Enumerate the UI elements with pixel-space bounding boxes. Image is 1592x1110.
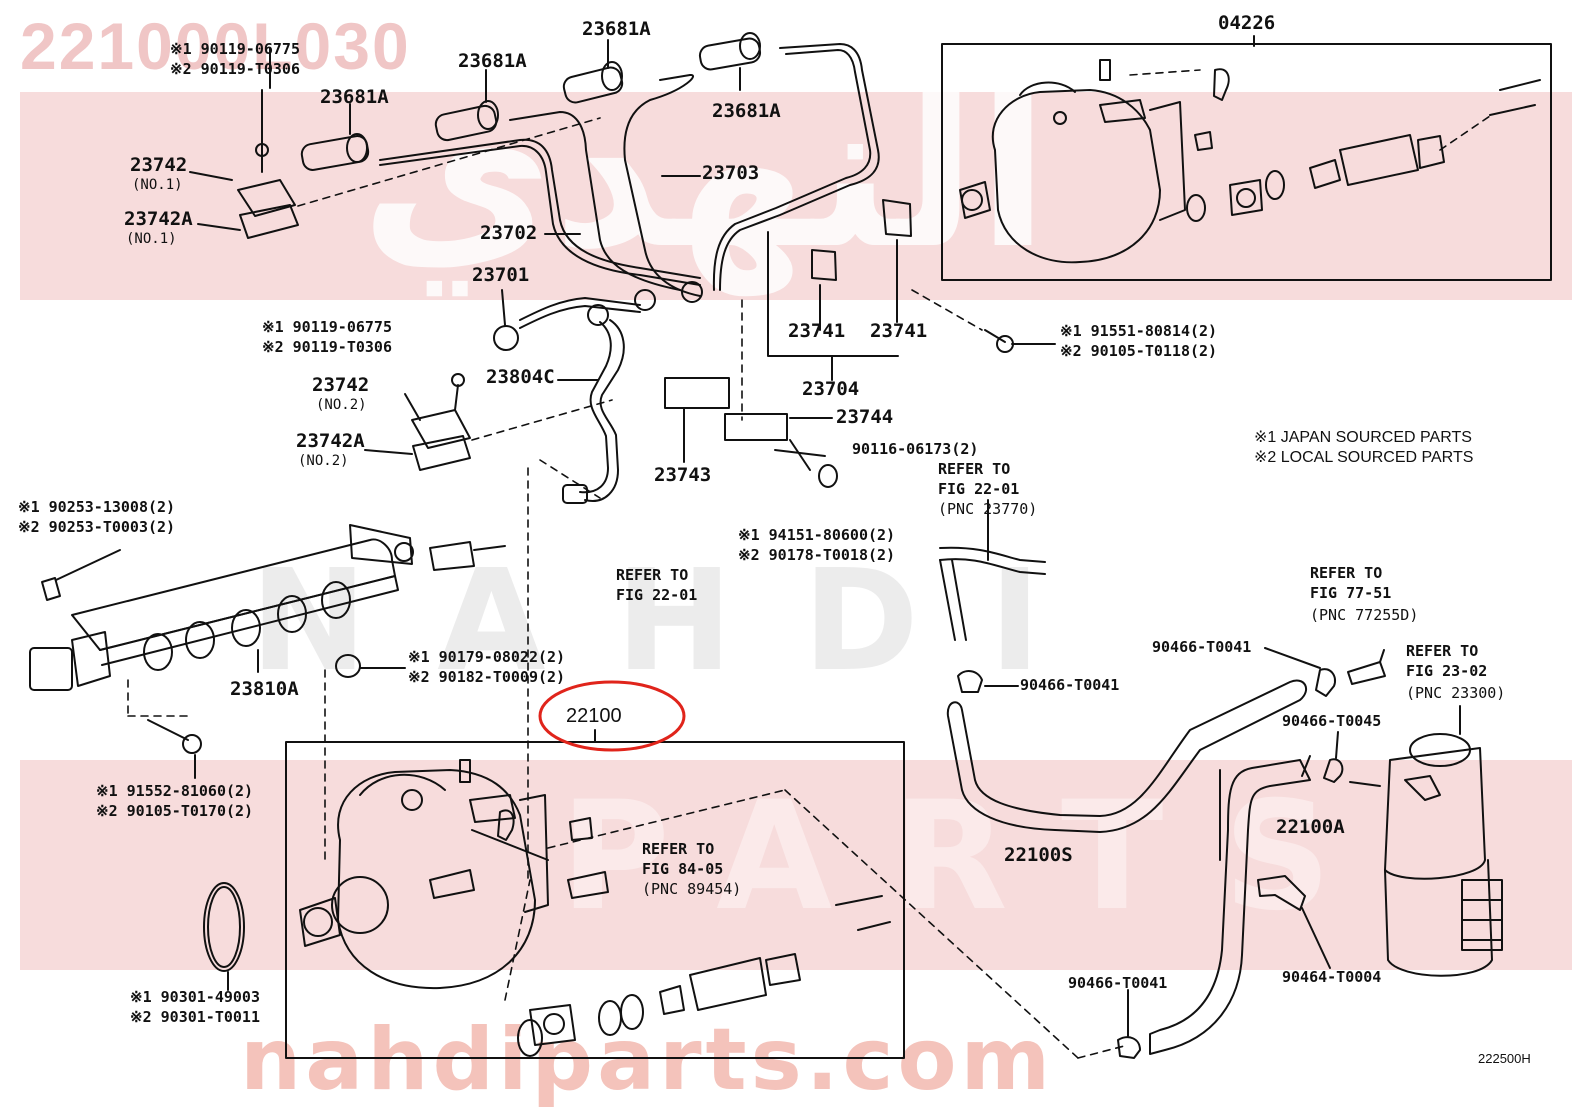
label-23810a: 23810A (230, 678, 299, 700)
refer-84-05-line2: FIG 84-05 (642, 860, 724, 878)
label-23741-a: 23741 (788, 320, 846, 342)
pump-box-22100 (285, 741, 905, 1059)
fuel-tube-23770 (939, 546, 1046, 563)
label-23744: 23744 (836, 406, 894, 428)
bolt-mid-line2: ※2 90119-T0306 (262, 338, 392, 356)
inset-pump-icon (959, 59, 1541, 264)
refer-77-51-line3: (PNC 77255D) (1310, 606, 1419, 624)
bolt-right-line2: ※2 90105-T0118(2) (1060, 342, 1218, 360)
highlight-circle-22100 (538, 680, 686, 752)
rail-bolt-line1: ※1 91552-81060(2) (96, 782, 254, 800)
refer-23-02-line1: REFER TO (1406, 642, 1479, 660)
label-23702: 23702 (480, 222, 538, 244)
watermark-band-bottom (20, 760, 1572, 970)
note-japan-sourced: ※1 JAPAN SOURCED PARTS (1254, 429, 1472, 446)
nut-line1: ※1 94151-80600(2) (738, 526, 896, 544)
collar-line1: ※1 90179-08022(2) (408, 648, 566, 666)
clip-90464-t0004: 90464-T0004 (1282, 968, 1382, 986)
label-23741-b: 23741 (870, 320, 928, 342)
refer-84-05-line3: (PNC 89454) (642, 880, 742, 898)
watermark-nahdi: NAHDI (250, 540, 1111, 703)
plug-line1: ※1 90253-13008(2) (18, 498, 176, 516)
bracket-23741-a (811, 249, 837, 281)
refer-22-01-a-line1: REFER TO (938, 460, 1011, 478)
collar-line2: ※2 90182-T0009(2) (408, 668, 566, 686)
label-23742-no2: 23742 (312, 374, 370, 396)
bolt-right-line1: ※1 91551-80814(2) (1060, 322, 1218, 340)
label-23742-no1: 23742 (130, 154, 188, 176)
label-23742a-no1: 23742A (124, 208, 193, 230)
clamp-23743 (664, 377, 730, 409)
watermark-band-top (20, 92, 1572, 300)
refer-23-02-line2: FIG 23-02 (1406, 662, 1488, 680)
bolt-top-line2: ※2 90119-T0306 (170, 60, 300, 78)
refer-84-05-line1: REFER TO (642, 840, 715, 858)
refer-77-51-line1: REFER TO (1310, 564, 1383, 582)
fuel-rail-icon (29, 524, 506, 691)
label-23681a-1: 23681A (582, 18, 651, 40)
label-23742-no2-sub: (NO.2) (316, 397, 367, 413)
label-04226: 04226 (1218, 12, 1276, 34)
bolt-mid-line1: ※1 90119-06775 (262, 318, 392, 336)
label-23742a-no2-sub: (NO.2) (298, 453, 349, 469)
watermark-arabic: النهدي (360, 50, 1049, 295)
label-23681a-2: 23681A (458, 50, 527, 72)
label-23681a-3: 23681A (320, 86, 389, 108)
injection-pipe-lines (379, 43, 880, 351)
label-23703: 23703 (702, 162, 760, 184)
hose-22100s (946, 679, 1308, 833)
fuel-filter-icon (1349, 705, 1503, 977)
label-22100s: 22100S (1004, 844, 1073, 866)
refer-22-01-a-line3: (PNC 23770) (938, 500, 1038, 518)
o-ring-icon (203, 882, 245, 972)
refer-77-51-line2: FIG 77-51 (1310, 584, 1392, 602)
label-23742a-no2: 23742A (296, 430, 365, 452)
clip-90466-t0041-b: 90466-T0041 (1020, 676, 1120, 694)
bracket-23741-b (882, 199, 912, 237)
clip-90466-t0041-a: 90466-T0041 (1152, 638, 1252, 656)
clip-90466-t0045: 90466-T0045 (1282, 712, 1382, 730)
hose-22100a (1149, 759, 1311, 1055)
main-pump-icon (299, 759, 891, 1057)
clamp-23744 (724, 413, 788, 441)
o-ring-line2: ※2 90301-T0011 (130, 1008, 260, 1026)
figure-id: 222500H (1478, 1051, 1531, 1066)
label-22100a: 22100A (1276, 816, 1345, 838)
watermark-title: 221000L030 (20, 9, 411, 83)
label-23743: 23743 (654, 464, 712, 486)
label-23704: 23704 (802, 378, 860, 400)
clamp-icons (237, 89, 471, 471)
label-23804c: 23804C (486, 366, 555, 388)
label-23701: 23701 (472, 264, 530, 286)
refer-23-02-line3: (PNC 23300) (1406, 684, 1506, 702)
plug-line2: ※2 90253-T0003(2) (18, 518, 176, 536)
watermark-url: nahdiparts.com (240, 1010, 1055, 1110)
bolt-top-line1: ※1 90119-06775 (170, 40, 300, 58)
label-23742-no1-sub: (NO.1) (132, 177, 183, 193)
refer-22-01-b-line2: FIG 22-01 (616, 586, 698, 604)
stud-90116: 90116-06173(2) (852, 440, 979, 458)
label-23681a-4: 23681A (712, 100, 781, 122)
inset-box-04226 (941, 43, 1552, 281)
note-local-sourced: ※2 LOCAL SOURCED PARTS (1254, 449, 1474, 466)
watermark-parts: PARTS (560, 770, 1392, 944)
refer-22-01-b-line1: REFER TO (616, 566, 689, 584)
rail-bolt-line2: ※2 90105-T0170(2) (96, 802, 254, 820)
o-ring-line1: ※1 90301-49003 (130, 988, 260, 1006)
injector-cap-icons (300, 32, 762, 171)
refer-22-01-a-line2: FIG 22-01 (938, 480, 1020, 498)
pipe-23804c (584, 319, 625, 502)
label-22100: 22100 (566, 705, 622, 727)
label-23742a-no1-sub: (NO.1) (126, 231, 177, 247)
nut-line2: ※2 90178-T0018(2) (738, 546, 896, 564)
clip-90466-t0041-c: 90466-T0041 (1068, 974, 1168, 992)
